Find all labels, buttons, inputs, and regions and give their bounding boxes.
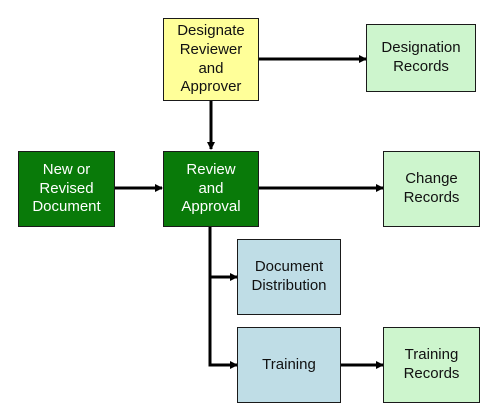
node-document-distribution: Document Distribution [237,239,341,315]
arrow-review-to-document-distribution [208,226,238,281]
node-new-or-revised-document: New or Revised Document [18,151,115,227]
node-designation-records: Designation Records [366,24,476,92]
node-designate-reviewer-approver: Designate Reviewer and Approver [163,18,259,101]
node-training: Training [237,327,341,403]
node-change-records: Change Records [383,151,480,227]
arrow-review-to-training [208,277,238,369]
node-training-records: Training Records [383,327,480,403]
node-review-and-approval: Review and Approval [163,151,259,227]
